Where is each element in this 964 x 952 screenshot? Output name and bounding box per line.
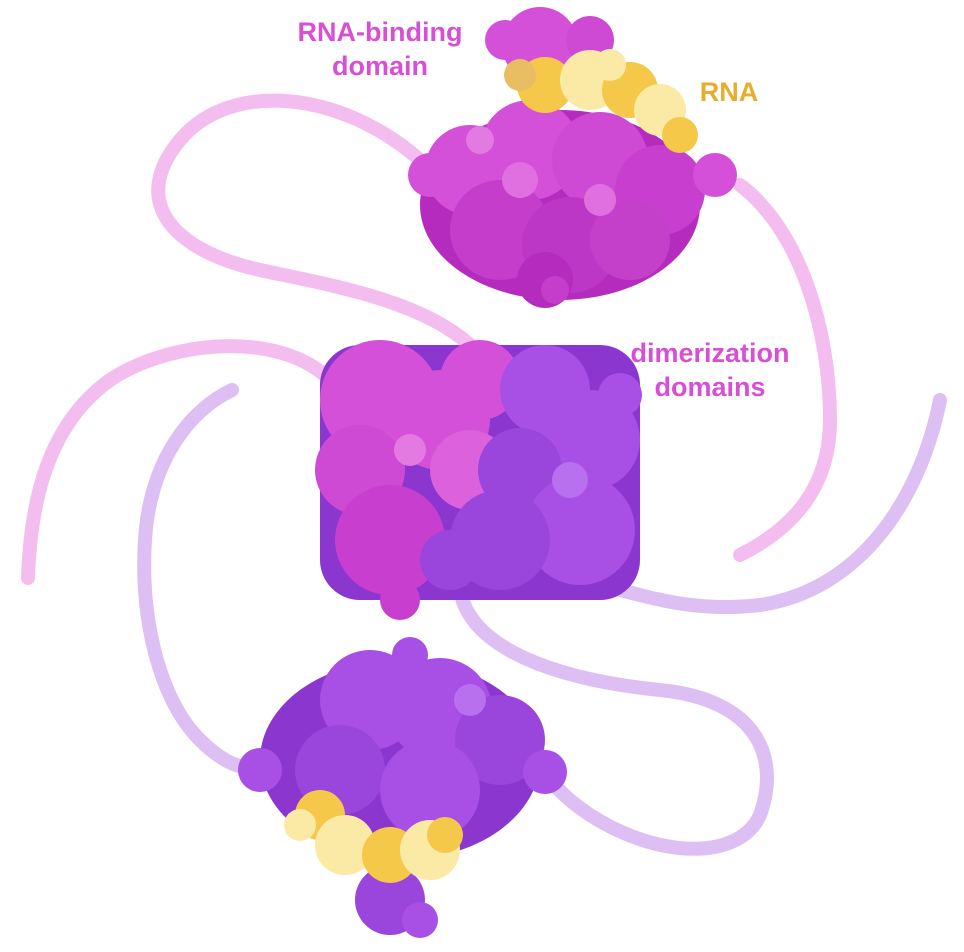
pink-linker-left: [21, 339, 337, 585]
dimerization-domains: [315, 340, 642, 620]
top-rna-strand: [504, 49, 698, 153]
rna-binding-domain-label-line2: domain: [331, 50, 428, 81]
bottom-rna-strand: [284, 790, 463, 883]
rna-label: RNA: [684, 76, 774, 110]
dimerization-domains-label: dimerization domains: [600, 337, 820, 405]
flexible-linkers: [21, 93, 947, 856]
lavender-linker-right: [613, 393, 947, 615]
rna-binding-domain-label-line1: RNA-binding: [297, 17, 463, 47]
rna-label-text: RNA: [699, 77, 759, 107]
rna-binding-domain-label: RNA-binding domain: [272, 16, 488, 84]
lavender-linker-lower: [453, 583, 774, 856]
dimerization-domains-label-line1: dimerization: [630, 338, 790, 368]
bottom-rna-binding-domain: [238, 637, 567, 938]
dimerization-domains-label-line2: domains: [654, 371, 766, 402]
lavender-linker-left: [137, 383, 267, 776]
pink-linker-right: [733, 178, 838, 562]
